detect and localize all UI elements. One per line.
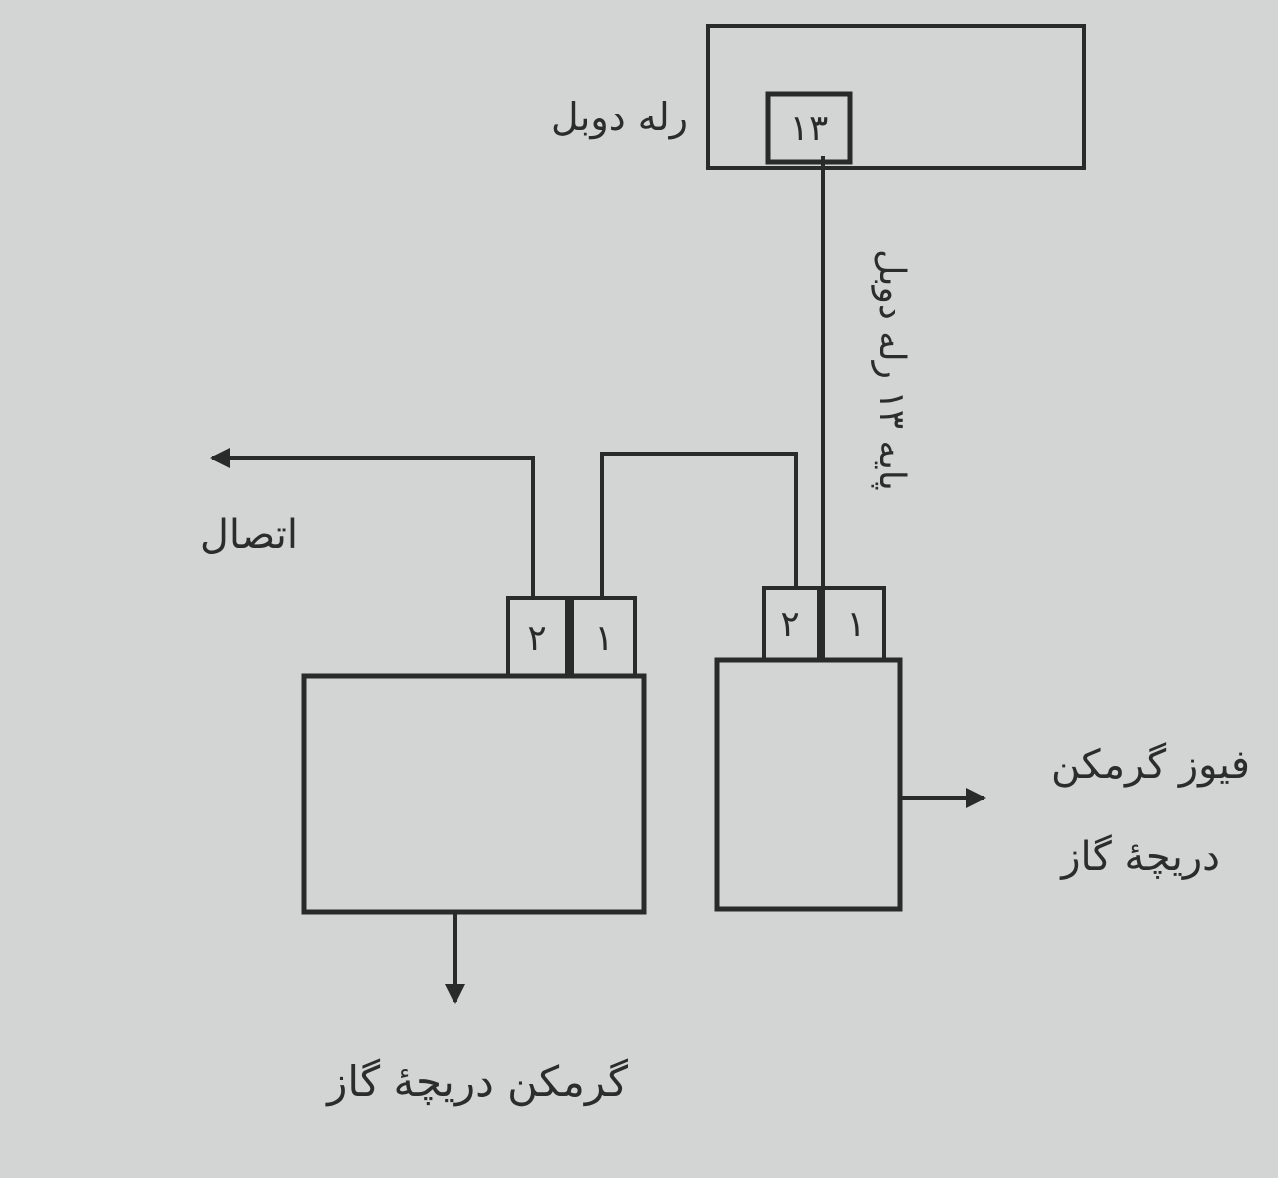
- fuse-pin-2: ۲: [780, 604, 799, 645]
- fuse-label-line2: دریچهٔ گاز: [1059, 834, 1220, 880]
- heater-pin-1: ۱: [594, 618, 613, 659]
- fuse-connector-divider: [817, 588, 825, 660]
- ground-label: اتصال: [200, 512, 298, 558]
- heater-connector-divider: [565, 598, 574, 676]
- relay-label: رله دوبل: [551, 95, 688, 140]
- fuse-pin-1: ۱: [846, 604, 865, 645]
- heater-box: [301, 673, 647, 915]
- double-relay-box: [706, 24, 1086, 170]
- wire-label: پایه ۱۳ رله دوبل: [871, 249, 912, 491]
- heater-pin-2: ۲: [527, 618, 546, 659]
- relay-pin-13-box: [765, 91, 853, 165]
- fuse-box: [714, 657, 903, 912]
- heater-label: گرمکن دریچهٔ گاز: [325, 1057, 628, 1106]
- fuse-label-line1: فیوز گرمکن: [1051, 742, 1250, 788]
- heater-to-fuse-wire: [600, 452, 798, 598]
- ground-wire: [210, 448, 535, 598]
- relay-pin-13-label: ۱۳: [790, 108, 829, 149]
